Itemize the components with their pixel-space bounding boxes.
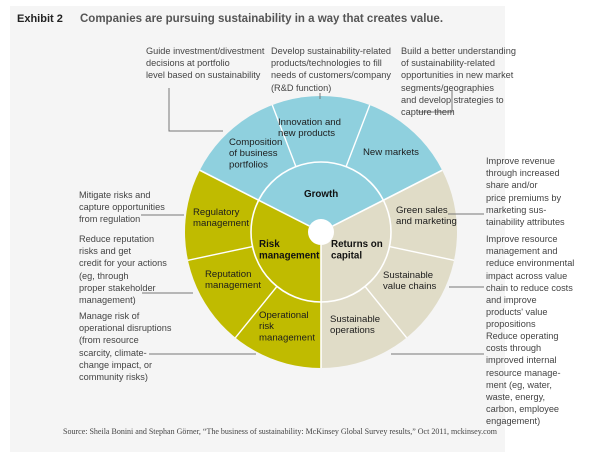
major-divider bbox=[199, 169, 310, 227]
leader-portfolio bbox=[168, 88, 223, 132]
note-regulatory: Mitigate risks and capture opportunities… bbox=[79, 190, 165, 225]
note-portfolio: Guide investment/divestment decisions at… bbox=[146, 46, 265, 81]
wedge-returns bbox=[321, 170, 458, 368]
note-operational-risk: Manage risk of operational disruptions (… bbox=[79, 311, 172, 383]
center-hub bbox=[308, 219, 334, 245]
source-citation: Source: Sheila Bonini and Stephan Görner… bbox=[63, 427, 497, 436]
minor-divider bbox=[187, 245, 253, 261]
note-reputation: Reduce reputation risks and get credit f… bbox=[79, 234, 167, 306]
note-new-markets: Build a better understanding of sustaina… bbox=[401, 46, 516, 118]
minor-divider bbox=[234, 285, 278, 339]
note-green-sales: Improve revenue through increased share … bbox=[486, 156, 565, 228]
note-value-chains: Improve resource management and reduce e… bbox=[486, 234, 575, 330]
wedge-risk bbox=[185, 170, 321, 368]
core-label-growth: Growth bbox=[304, 189, 338, 200]
minor-divider bbox=[345, 104, 371, 167]
minor-divider bbox=[364, 285, 408, 339]
note-operations: Reduce operating costs through improved … bbox=[486, 331, 561, 427]
note-innovation: Develop sustainability-related products/… bbox=[271, 46, 392, 93]
exhibit-number: Exhibit 2 bbox=[17, 13, 63, 25]
minor-divider bbox=[389, 245, 455, 261]
exhibit-title: Companies are pursuing sustainability in… bbox=[80, 13, 444, 25]
minor-divider bbox=[271, 104, 297, 167]
major-divider bbox=[332, 169, 443, 227]
leader-new-markets bbox=[418, 91, 453, 113]
segment-label-2: New markets bbox=[363, 147, 419, 158]
